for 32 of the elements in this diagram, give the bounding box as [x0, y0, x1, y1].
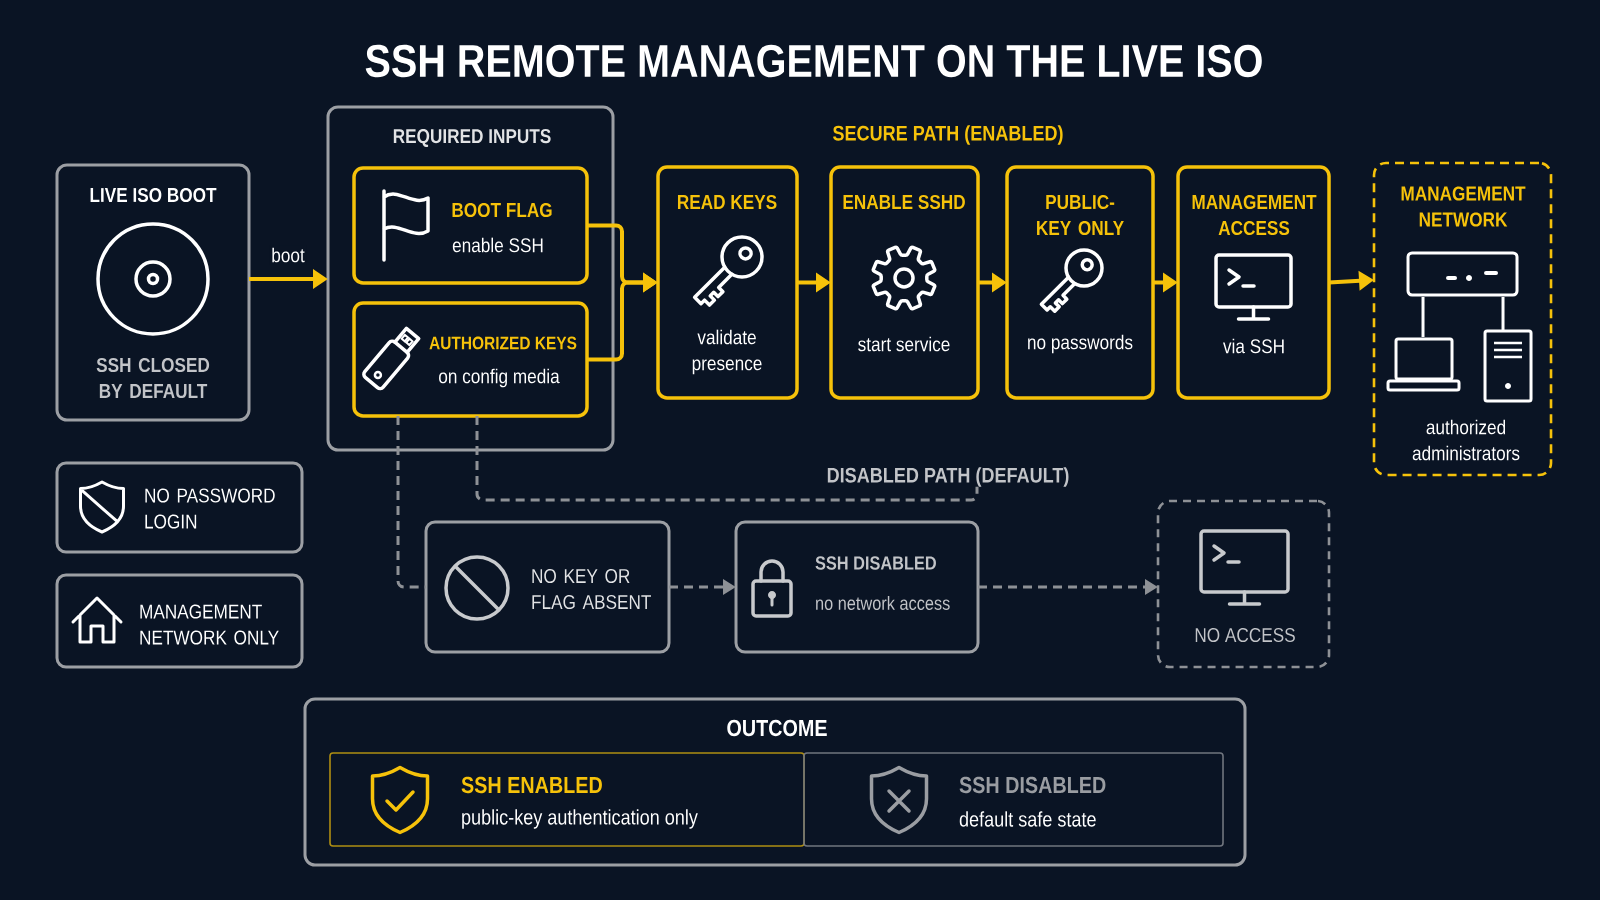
box-title: AUTHORIZED KEYS [429, 336, 577, 350]
box-text: enable SSH [452, 237, 543, 253]
group-title: REQUIRED INPUTS [393, 129, 551, 147]
box-title: BOOT FLAG [452, 202, 552, 218]
box-title: SSH ENABLED [461, 776, 602, 794]
box-text: NO ACCESS [1195, 627, 1295, 643]
box-text: public-key authentication only [462, 809, 698, 829]
diagram-title: SSH REMOTE MANAGEMENT ON THE LIVE ISO [365, 44, 1262, 78]
box-text: default safe state [959, 811, 1096, 827]
box-text: no network access [816, 596, 950, 610]
box-title: READ KEYS [678, 194, 777, 210]
box-title: PUBLIC-KEY ONLY [1037, 194, 1124, 236]
box-title: MANAGEMENT ACCESS [1192, 194, 1317, 236]
box-text: SSH CLOSED BY DEFAULT [96, 357, 210, 399]
box-title: LIVE ISO BOOT [90, 187, 217, 203]
path-label: DISABLED PATH (DEFAULT) [827, 467, 1069, 487]
box-text: validate presence [692, 329, 762, 375]
box-title: MANAGEMENT NETWORK [1401, 186, 1526, 227]
box-title: SSH DISABLED [959, 776, 1106, 794]
section-label: SECURE PATH (ENABLED) [833, 125, 1063, 145]
box-text: authorized administrators [1412, 419, 1520, 461]
dashed-line [396, 416, 426, 589]
box-text: NO KEY OR FLAG ABSENT [532, 568, 651, 610]
box-title: ENABLE SSHD [843, 194, 965, 210]
box-text: on config media [439, 368, 560, 388]
box-text: via SSH [1223, 338, 1284, 354]
box-text: no passwords [1028, 334, 1133, 354]
box-text: MANAGEMENT NETWORK ONLY [140, 604, 279, 645]
group-title: OUTCOME [727, 719, 827, 737]
box-title: SSH DISABLED [815, 556, 936, 570]
box-text: start service [858, 336, 950, 352]
box-text: NO PASSWORD LOGIN [145, 488, 275, 529]
